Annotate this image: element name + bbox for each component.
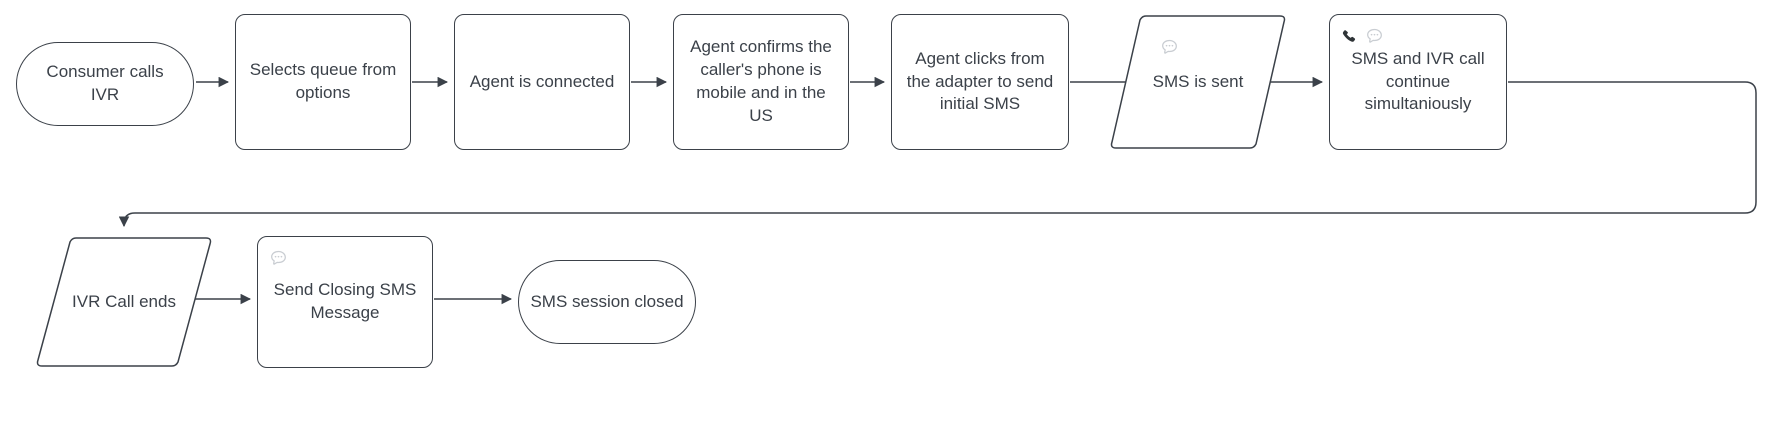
- node-consumer-calls-ivr[interactable]: Consumer calls IVR: [16, 42, 194, 126]
- parallelogram-shape: [36, 236, 212, 368]
- message-icon: [1160, 38, 1179, 57]
- node-icon-group: [269, 249, 288, 268]
- node-sms-is-sent[interactable]: SMS is sent: [1110, 14, 1286, 150]
- node-icon-group: [1341, 27, 1384, 46]
- node-sms-ivr-continue[interactable]: SMS and IVR call continue simultaniously: [1329, 14, 1507, 150]
- node-label: Send Closing SMS Message: [273, 280, 417, 322]
- node-label: SMS is sent: [1152, 71, 1244, 91]
- node-agent-connected[interactable]: Agent is connected: [454, 14, 630, 150]
- node-agent-clicks-adapter[interactable]: Agent clicks from the adapter to send in…: [891, 14, 1069, 150]
- node-label: Selects queue from options: [249, 60, 397, 102]
- phone-icon: [1341, 28, 1358, 45]
- node-send-closing-sms[interactable]: Send Closing SMS Message: [257, 236, 433, 368]
- node-icon-group: [1160, 38, 1179, 57]
- message-icon: [1365, 27, 1384, 46]
- node-sms-session-closed[interactable]: SMS session closed: [518, 260, 696, 344]
- node-label: Consumer calls IVR: [46, 62, 164, 104]
- node-label: IVR Call ends: [72, 291, 176, 311]
- message-icon: [269, 249, 288, 268]
- node-selects-queue[interactable]: Selects queue from options: [235, 14, 411, 150]
- node-agent-confirms-phone[interactable]: Agent confirms the caller's phone is mob…: [673, 14, 849, 150]
- node-ivr-call-ends[interactable]: IVR Call ends: [36, 236, 212, 368]
- node-label: Agent is connected: [469, 71, 615, 91]
- node-label: Agent clicks from the adapter to send in…: [906, 48, 1054, 114]
- node-label: SMS session closed: [530, 291, 684, 311]
- node-label: Agent confirms the caller's phone is mob…: [690, 37, 832, 125]
- node-label: SMS and IVR call continue simultaniously: [1351, 48, 1485, 114]
